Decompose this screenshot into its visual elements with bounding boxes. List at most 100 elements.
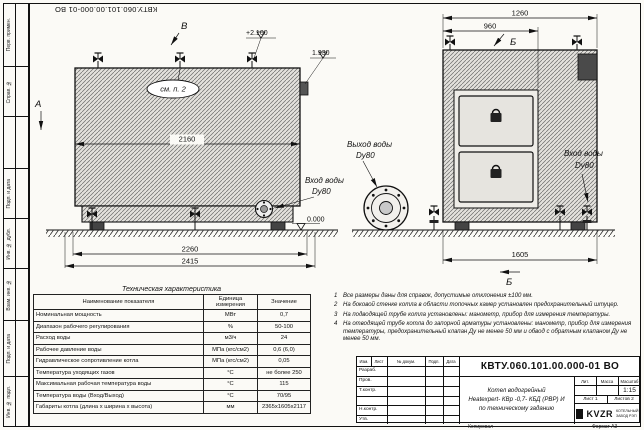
frame-sign-column bbox=[16, 3, 29, 427]
frame-cell bbox=[16, 269, 29, 321]
masshtab-label: Масштаб bbox=[620, 378, 639, 384]
dimension-lines bbox=[38, 14, 598, 275]
frame-cell: Перв. примен. bbox=[3, 3, 16, 67]
dim-2415: 2415 bbox=[182, 257, 199, 266]
frame-label: Подп. и дата bbox=[6, 333, 12, 364]
scale-value: 1:15 bbox=[623, 386, 636, 394]
company-name: КОТЕЛЬНЫЙ ЗАВОД РЭП bbox=[616, 409, 639, 418]
frame-cell: Справ. № bbox=[3, 67, 16, 117]
title-block-line bbox=[357, 405, 459, 406]
tech-cell-unit: МВт bbox=[203, 309, 258, 322]
note-number: 3 bbox=[334, 311, 338, 318]
frame-cell: Взам. инв. № bbox=[3, 269, 16, 321]
frame-label: Инв. № дубл. bbox=[6, 227, 12, 260]
product-name-line1: Котел водогрейный bbox=[487, 387, 546, 395]
tech-header-unit: Единица измерения bbox=[203, 293, 258, 311]
frame-cell: Инв. № дубл. bbox=[3, 219, 16, 269]
frame-label: Взам. инв. № bbox=[6, 278, 12, 311]
outlet-flange-front bbox=[363, 185, 409, 231]
tech-cell-value: 50-100 bbox=[257, 320, 311, 334]
dim-1605: 1605 bbox=[512, 250, 529, 259]
outlet-label-line2: Dy80 bbox=[356, 151, 375, 160]
tech-cell-unit: МПа (кгс/см2) bbox=[203, 355, 258, 368]
title-block-line bbox=[596, 377, 597, 395]
massa-label: Масса bbox=[600, 378, 614, 384]
section-b-bottom-label: Б bbox=[506, 277, 512, 288]
boiler-leg bbox=[454, 221, 470, 231]
title-block-line bbox=[607, 395, 608, 403]
control-box bbox=[577, 53, 598, 81]
title-block-line bbox=[574, 377, 575, 424]
sheets-total: Листов 2 bbox=[614, 396, 634, 402]
tech-cell-unit: МПа (кгс/см2) bbox=[203, 343, 258, 357]
row-tkontr: Т.контр. bbox=[359, 388, 377, 393]
row-prov: Пров. bbox=[359, 378, 372, 383]
note-number: 2 bbox=[334, 302, 338, 309]
frame-inner-line bbox=[29, 3, 30, 427]
tech-characteristics: Техническая характеристика Наименование … bbox=[33, 286, 311, 414]
tech-cell-name: Температура воды (Вход/Выход) bbox=[33, 389, 204, 403]
inlet-right-label-line2: Dy80 bbox=[575, 161, 594, 170]
lit-label: Лит. bbox=[581, 378, 589, 384]
frame-label: Инв. № подл. bbox=[6, 385, 12, 418]
sheet-frame bbox=[3, 3, 641, 427]
frame-label: Перв. примен. bbox=[6, 17, 12, 52]
tech-cell-name: Рабочее давление воды bbox=[33, 343, 204, 357]
boiler-leg bbox=[89, 221, 105, 231]
frame-cell bbox=[16, 117, 29, 169]
tech-cell-unit: м3/ч bbox=[203, 332, 258, 345]
title-block-line bbox=[574, 385, 641, 386]
product-name-line2: Heatexpert- КВр -0,7- КБД (РВР) И bbox=[468, 396, 565, 404]
section-b-top-label: Б bbox=[510, 37, 516, 48]
tech-cell-name: Максимальная рабочая температура воды bbox=[33, 378, 204, 391]
frame-cell bbox=[16, 219, 29, 269]
frame-cell: Подп. и дата bbox=[3, 321, 16, 377]
company-name-line2: ЗАВОД РЭП bbox=[615, 413, 637, 418]
frame-cell bbox=[16, 377, 29, 427]
side-view bbox=[428, 35, 598, 231]
title-block-line bbox=[357, 386, 459, 387]
dim-2160: 2160 bbox=[179, 135, 196, 144]
row-utv: Утв. bbox=[359, 417, 369, 422]
tech-cell-unit: °С bbox=[203, 378, 258, 391]
frame-cell: Подп. и дата bbox=[3, 169, 16, 219]
dim-1260: 1260 bbox=[512, 9, 529, 18]
col-data: Дата bbox=[446, 359, 456, 364]
tech-cell-value: 115 bbox=[257, 378, 311, 391]
tech-cell-unit: мм bbox=[203, 401, 258, 414]
title-block-line bbox=[459, 357, 460, 424]
tech-cell-unit: % bbox=[203, 320, 258, 334]
outlet-label-line1: Выход воды bbox=[347, 140, 392, 149]
note-text: На подводящей трубе котла установлены: м… bbox=[343, 311, 611, 318]
tech-header-name: Наименование показателя bbox=[33, 293, 204, 311]
title-block-line bbox=[618, 377, 619, 395]
title-block-line bbox=[371, 357, 372, 366]
left-frame-columns: Перв. примен. Справ. № Подп. и дата Инв.… bbox=[3, 3, 29, 427]
door-lock-icon bbox=[490, 164, 502, 178]
flange-bolts bbox=[366, 188, 406, 228]
title-block-line bbox=[357, 376, 459, 377]
tech-cell-name: Габариты котла (длина х ширина х высота) bbox=[33, 401, 204, 414]
tech-cell-unit: °С bbox=[203, 366, 258, 380]
top-fittings bbox=[92, 52, 258, 68]
company-logo: KVZR КОТЕЛЬНЫЙ ЗАВОД РЭП bbox=[574, 403, 641, 424]
tech-cell-value: 70/95 bbox=[257, 389, 311, 403]
format-label: Формат А3 bbox=[592, 423, 618, 430]
note-text: На отводящей трубе котла до запорной арм… bbox=[343, 320, 632, 343]
sheet-number: Лист 1 bbox=[583, 396, 598, 402]
boiler-drawing: 2160 2260 2415 1260 960 1605 +2.100 1.93… bbox=[34, 9, 615, 288]
frame-label-column: Перв. примен. Справ. № Подп. и дата Инв.… bbox=[3, 3, 16, 427]
tech-cell-value: не более 250 bbox=[257, 366, 311, 380]
product-name-line3: по техническому заданию bbox=[478, 404, 555, 412]
title-block-name: Котел водогрейный Heatexpert- КВр -0,7- … bbox=[459, 377, 574, 424]
tech-cell-name: Гидравлическое сопротивление котла bbox=[33, 355, 204, 368]
title-block-line bbox=[357, 366, 459, 367]
frame-cell bbox=[16, 321, 29, 377]
title-block-doc-number: КВТУ.060.101.00.000-01 ВО bbox=[459, 357, 641, 377]
view-a-label: А bbox=[34, 99, 41, 110]
